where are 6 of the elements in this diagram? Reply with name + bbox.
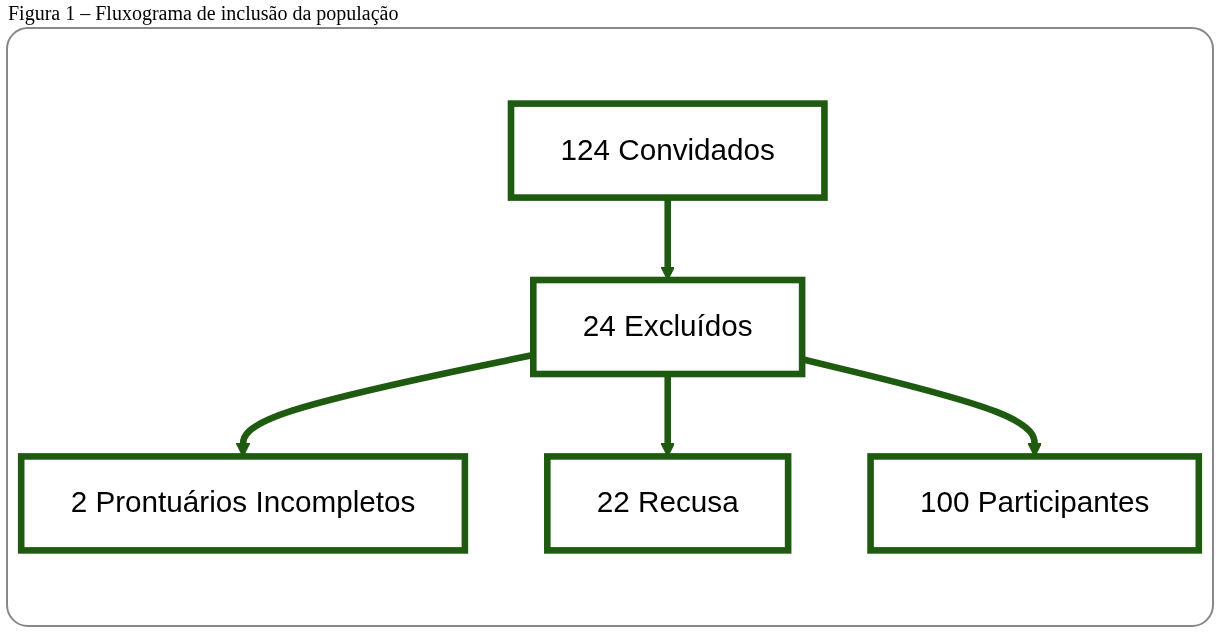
node-box: 124 Convidados: [507, 100, 828, 201]
figure-title: Figura 1 – Fluxograma de inclusão da população: [8, 2, 400, 25]
node-box: 24 Excluídos: [530, 276, 806, 378]
node-box: 2 Prontuários Incompletos: [17, 453, 469, 554]
node-box: 22 Recusa: [544, 453, 792, 554]
node-box: 100 Participantes: [867, 453, 1203, 554]
